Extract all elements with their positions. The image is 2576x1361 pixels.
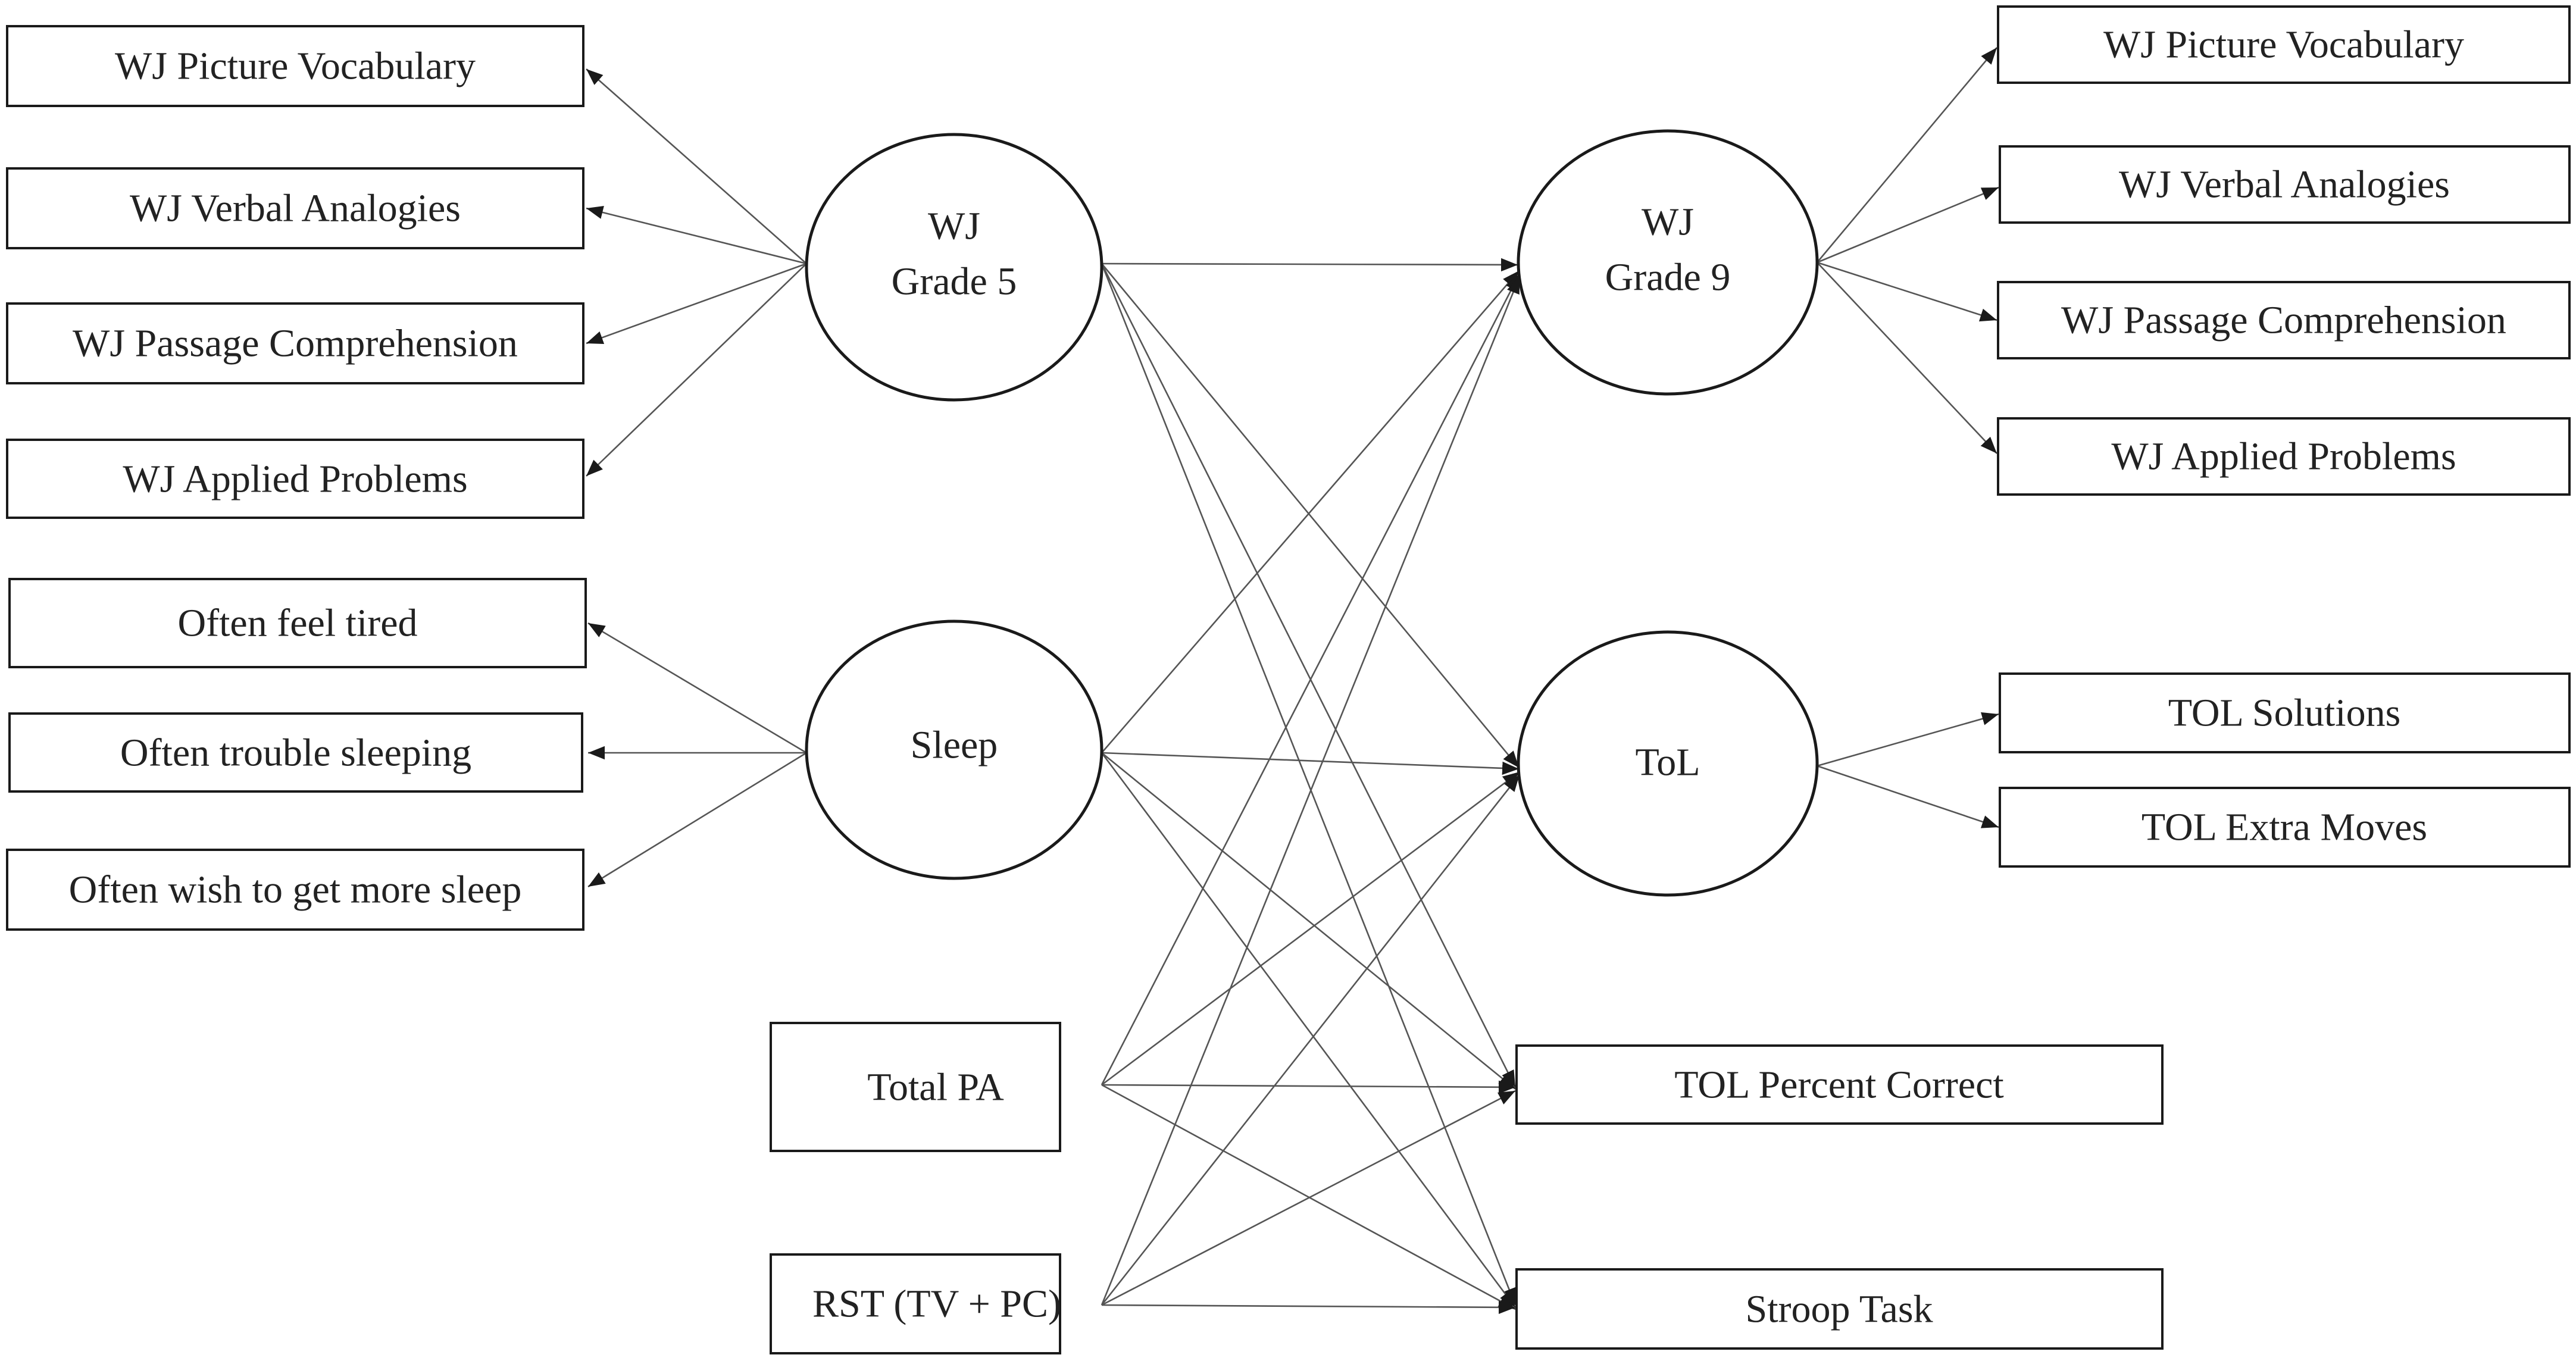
svg-text:WJ Passage Comprehension: WJ Passage Comprehension [2061,299,2506,342]
svg-text:Stroop Task: Stroop Task [1745,1288,1933,1331]
latent-ellipse-wj-grade9: WJ Grade 9 [1517,129,1819,396]
indicator-box-tol-extra-moves: TOL Extra Moves [1999,787,2571,868]
outcome-box-tol-percent-correct: TOL Percent Correct [1515,1044,2164,1125]
svg-text:WJ Picture Vocabulary: WJ Picture Vocabulary [2103,23,2464,67]
outcome-box-stroop-task: Stroop Task [1515,1268,2164,1350]
svg-text:RST (TV + PC): RST (TV + PC) [812,1282,1061,1326]
indicator-box-often-wish-more-sleep: Often wish to get more sleep [6,849,584,931]
svg-text:Grade 9: Grade 9 [1605,256,1731,299]
svg-text:ToL: ToL [1635,741,1700,784]
svg-text:WJ: WJ [1642,201,1694,244]
arrow-pa-to-g9 [1101,273,1521,1085]
svg-text:WJ Picture Vocabulary: WJ Picture Vocabulary [115,45,476,88]
arrow-tol-to-solutions [1817,712,1999,767]
svg-text:WJ Applied Problems: WJ Applied Problems [2111,435,2456,478]
latent-ellipse-sleep: Sleep [805,620,1103,880]
arrow-rst-to-tol-percent [1101,1090,1516,1306]
svg-text:Often feel tired: Often feel tired [177,602,417,645]
arrow-rst-to-stroop [1101,1300,1516,1315]
arrow-g5-to-passage-comprehension [586,262,807,345]
arrow-g9-to-picture-vocabulary [1817,47,1997,263]
svg-text:TOL Extra Moves: TOL Extra Moves [2142,806,2427,849]
svg-text:Sleep: Sleep [911,724,998,767]
arrow-pa-to-stroop [1101,1084,1516,1310]
arrow-tol-to-extra-moves [1817,765,1999,828]
arrow-rst-to-g9 [1101,276,1521,1306]
svg-text:Grade 5: Grade 5 [892,260,1017,304]
indicator-box-g5-verbal-analogies: WJ Verbal Analogies [6,167,584,249]
svg-text:WJ Verbal Analogies: WJ Verbal Analogies [130,187,461,230]
latent-ellipse-wj-grade5: WJ Grade 5 [805,133,1103,402]
svg-text:WJ: WJ [928,205,980,248]
svg-text:Often trouble sleeping: Often trouble sleeping [120,731,471,775]
arrow-g5-to-tol-percent [1101,263,1517,1088]
indicator-box-g9-passage-comprehension: WJ Passage Comprehension [1997,281,2571,359]
arrow-g9-to-applied-problems [1817,262,1997,454]
arrow-sleep-to-tol-percent [1101,752,1516,1090]
svg-text:TOL Solutions: TOL Solutions [2168,692,2401,735]
indicator-box-g5-applied-problems: WJ Applied Problems [6,439,584,519]
arrow-pa-to-tol [1101,771,1520,1086]
arrow-sleep-to-stroop [1101,752,1517,1308]
predictor-box-total-pa: Total PA [770,1022,1061,1152]
indicator-box-g5-passage-comprehension: WJ Passage Comprehension [6,302,584,384]
indicator-box-often-feel-tired: Often feel tired [8,578,587,668]
indicator-box-g9-verbal-analogies: WJ Verbal Analogies [1999,145,2571,224]
arrow-g9-to-passage-comprehension [1817,261,1997,322]
edges [586,47,1999,1315]
arrow-g5-to-tol [1101,263,1520,768]
svg-text:Total PA: Total PA [867,1066,1004,1109]
arrow-g9-to-verbal-analogies [1817,186,1999,264]
arrow-sleep-to-g9 [1101,270,1520,753]
predictor-box-rst: RST (TV + PC) [770,1253,1061,1354]
arrow-rst-to-tol [1101,774,1521,1306]
arrow-sleep-to-wish-more-sleep [587,752,807,888]
latent-ellipse-tol: ToL [1517,630,1819,897]
arrow-sleep-to-tol [1101,752,1520,775]
svg-text:TOL Percent Correct: TOL Percent Correct [1674,1063,2003,1107]
indicator-box-often-trouble-sleeping: Often trouble sleeping [8,712,583,793]
arrow-g5-to-verbal-analogies [586,205,807,265]
indicator-box-g9-applied-problems: WJ Applied Problems [1997,417,2571,496]
svg-text:WJ Passage Comprehension: WJ Passage Comprehension [73,322,518,365]
arrow-g5-to-applied-problems [586,263,807,477]
indicator-box-g9-picture-vocabulary: WJ Picture Vocabulary [1997,5,2571,84]
arrow-pa-to-tol-percent [1101,1080,1516,1094]
arrow-g5-to-stroop [1101,263,1517,1306]
arrow-g5-to-g9 [1101,258,1518,272]
arrow-sleep-to-feel-tired [587,622,807,754]
svg-text:WJ Verbal Analogies: WJ Verbal Analogies [2119,163,2450,207]
svg-text:Often wish to get more sleep: Often wish to get more sleep [69,868,522,912]
svg-text:WJ Applied Problems: WJ Applied Problems [123,458,467,501]
arrow-g5-to-picture-vocabulary [586,68,807,264]
indicator-box-g5-picture-vocabulary: WJ Picture Vocabulary [6,25,584,107]
indicator-box-tol-solutions: TOL Solutions [1999,672,2571,753]
